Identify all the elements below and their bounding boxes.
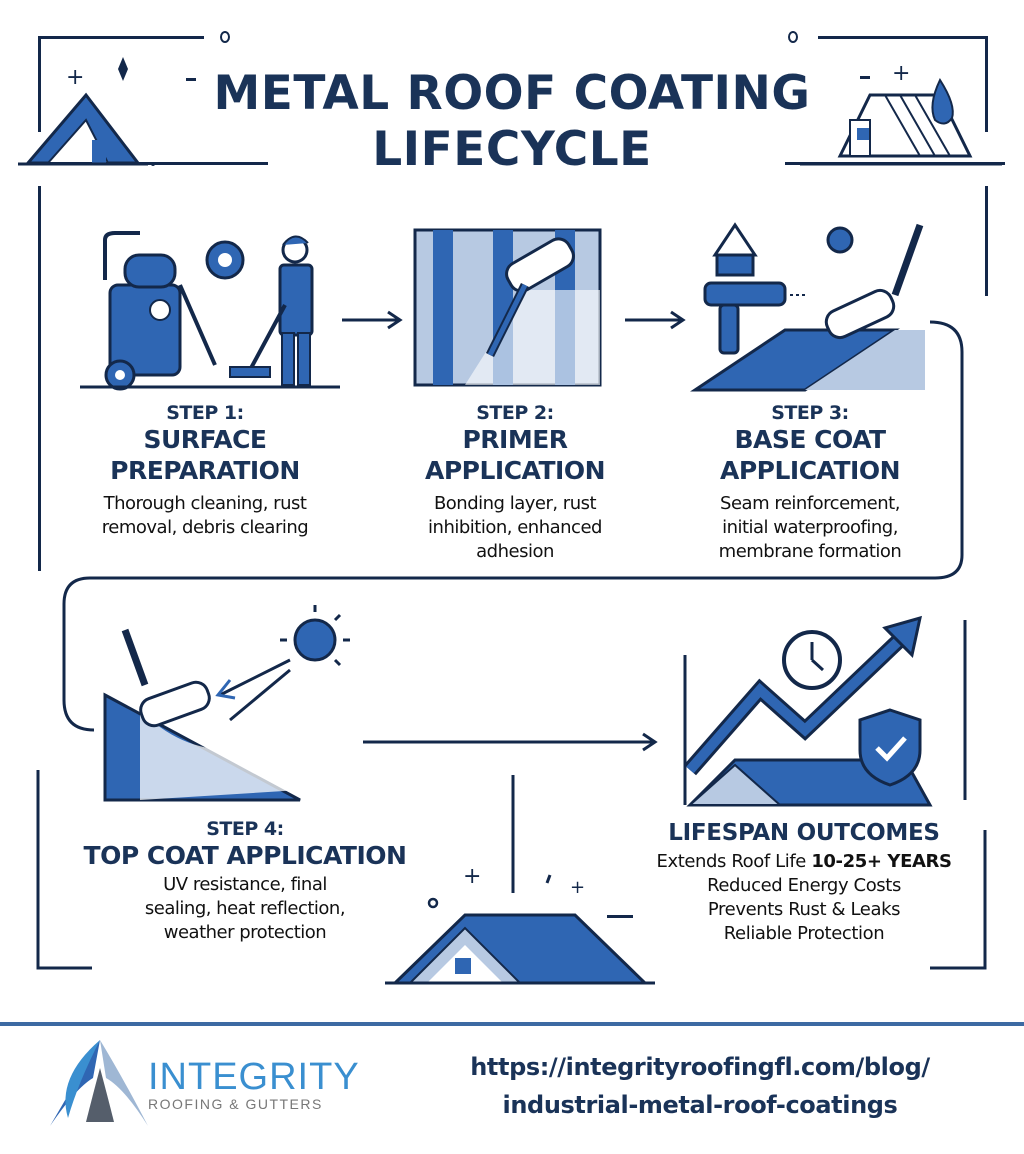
step-2: STEP 2: PRIMER APPLICATION Bonding layer…: [370, 402, 660, 564]
brand-logo: INTEGRITY ROOFING & GUTTERS: [148, 1056, 360, 1112]
step-1: STEP 1: SURFACE PREPARATION Thorough cle…: [60, 402, 350, 540]
step-2-description: Bonding layer, rust inhibition, enhanced…: [428, 493, 602, 562]
outcome-rust-leaks: Prevents Rust & Leaks: [707, 899, 901, 920]
flow-connector: [36, 320, 987, 970]
lifespan-outcomes: LIFESPAN OUTCOMES Extends Roof Life 10-2…: [618, 820, 990, 946]
svg-text:+: +: [463, 864, 481, 889]
house-roof-icon-left: +: [18, 57, 196, 166]
page-title: METAL ROOF COATING LIFECYCLE: [213, 66, 811, 177]
svg-text:+: +: [570, 877, 585, 898]
arrow-right-icon: [342, 310, 403, 330]
roller-sun-reflection-icon: [103, 605, 350, 802]
house-roof-icon-bottom: + +: [385, 775, 655, 985]
arrow-right-icon: [363, 732, 658, 752]
integrity-logo-icon: [50, 1040, 148, 1126]
svg-text:+: +: [892, 61, 910, 86]
step-4-description: UV resistance, final sealing, heat refle…: [144, 874, 346, 943]
outcome-life-extension: Extends Roof Life 10-25+ YEARS: [656, 851, 952, 872]
arrow-right-icon: [625, 310, 686, 330]
footer-divider: [0, 1022, 1024, 1026]
growth-chart-shield-clock-icon: [683, 615, 933, 807]
outcome-protection: Reliable Protection: [723, 923, 885, 944]
blog-url-link[interactable]: https://integrityroofingfl.com/blog/ ind…: [470, 1053, 930, 1119]
step-3-description: Seam reinforcement, initial waterproofin…: [718, 493, 902, 562]
step-3: STEP 3: BASE COAT APPLICATION Seam reinf…: [665, 402, 955, 564]
outcome-energy: Reduced Energy Costs: [707, 875, 901, 896]
step-4: STEP 4: TOP COAT APPLICATION UV resistan…: [60, 818, 430, 945]
outcomes-title: LIFESPAN OUTCOMES: [668, 820, 940, 846]
pressure-washer-worker-icon: [80, 231, 340, 391]
house-water-drop-icon: +: [800, 61, 1002, 166]
spray-gun-roller-icon: [690, 222, 925, 392]
step-1-description: Thorough cleaning, rust removal, debris …: [101, 493, 309, 538]
paint-roller-metal-panel-icon: [413, 228, 602, 387]
svg-text:+: +: [66, 65, 84, 90]
